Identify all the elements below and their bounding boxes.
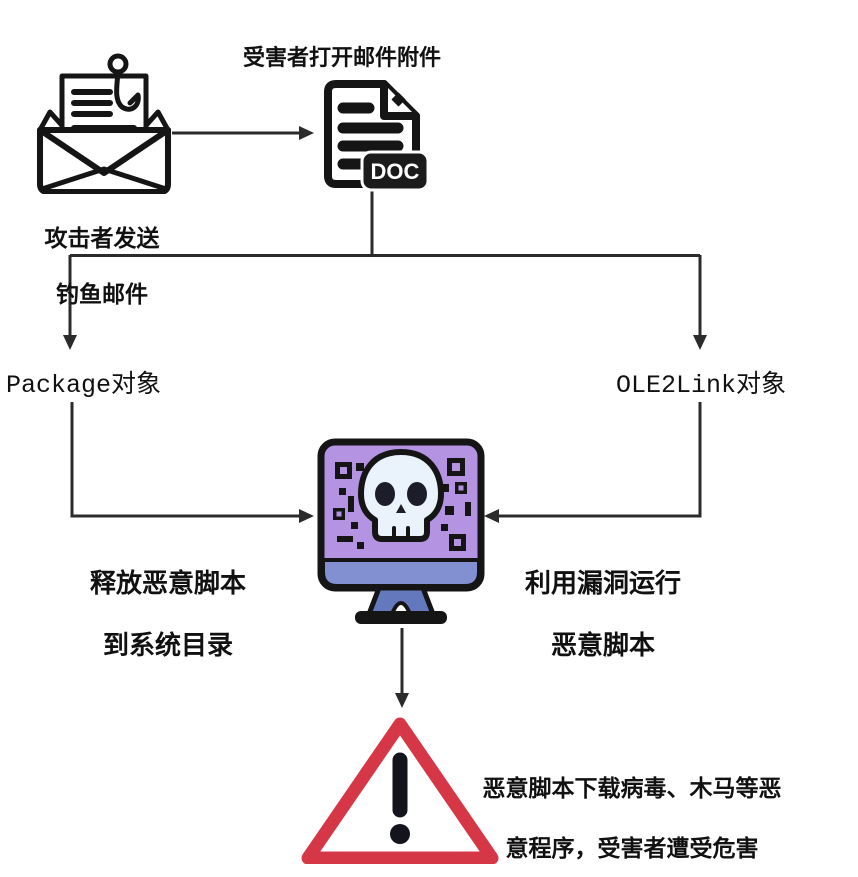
doc-badge (360, 150, 430, 192)
fishhook-shank (114, 69, 141, 112)
title-open-attachment-label: 受害者打开邮件附件 (242, 45, 441, 70)
phishing-email-label: 攻击者发送 钓鱼邮件 (22, 196, 182, 308)
exploit-run-label-line1: 利用漏洞运行 (524, 568, 681, 598)
phishing-email-icon (37, 53, 171, 194)
envelope-pocket (39, 166, 169, 192)
letter-text-lines (71, 89, 137, 142)
arrow-package-to-computer (70, 402, 314, 523)
phishing-email-label-line2: 钓鱼邮件 (56, 281, 148, 307)
doc-corner-dot (391, 92, 406, 107)
ole2link-object-label: OLE2Link对象 (616, 371, 787, 400)
exclamation-dot (390, 824, 410, 844)
arrow-ole2link-to-computer (484, 402, 702, 523)
skull-icon (358, 449, 444, 542)
monitor-base (355, 611, 447, 624)
drop-script-label-line2: 到系统目录 (102, 630, 233, 660)
monitor-bezel (321, 558, 481, 588)
doc-file-icon: DOC (324, 80, 430, 192)
infected-computer-icon (317, 438, 485, 624)
qr-modules (333, 458, 471, 551)
drop-script-label: 释放恶意脚本 到系统目录 (68, 537, 268, 661)
harm-result-label-line2: 意程序，受害者遭受危害 (505, 835, 759, 861)
warning-triangle-icon (301, 717, 499, 864)
harm-result-label-line1: 恶意脚本下载病毒、木马等恶 (482, 775, 782, 801)
doc-badge-text: DOC (371, 159, 420, 184)
exploit-run-label: 利用漏洞运行 恶意脚本 (503, 537, 703, 661)
phishing-email-label-line1: 攻击者发送 (44, 225, 160, 251)
drop-script-label-line1: 释放恶意脚本 (89, 568, 246, 598)
package-object-label: Package对象 (6, 371, 162, 400)
harm-result-label: 恶意脚本下载病毒、木马等恶 意程序，受害者遭受危害 (471, 743, 793, 863)
exploit-run-label-line2: 恶意脚本 (550, 630, 655, 660)
doc-text-lines (337, 102, 404, 170)
skull-face (375, 482, 427, 513)
envelope-front-flap (37, 127, 171, 176)
skull-teeth (392, 526, 410, 540)
